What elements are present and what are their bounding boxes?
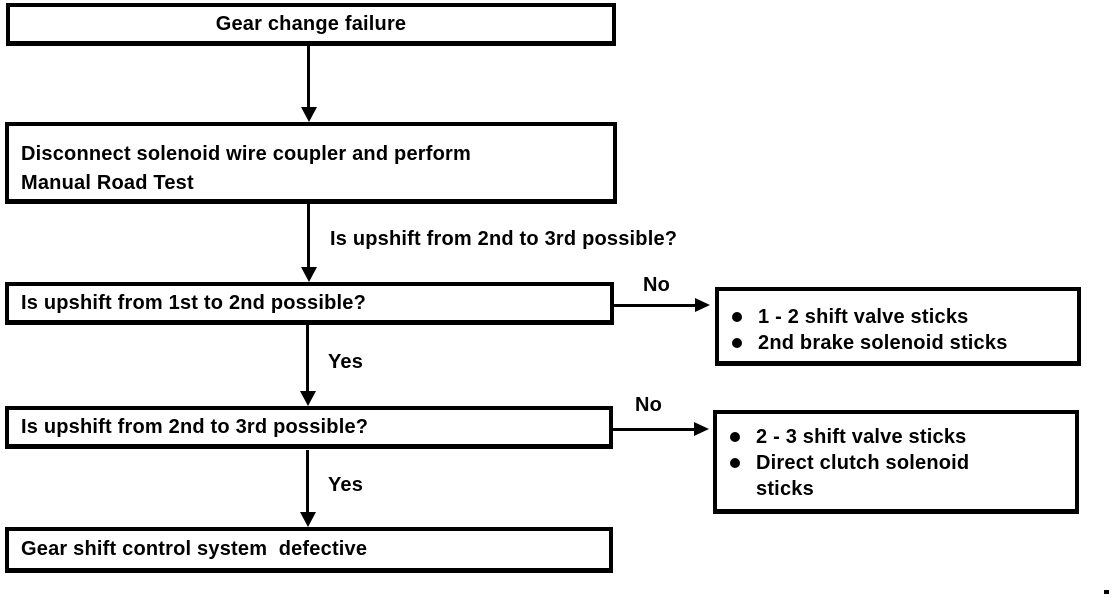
no-label-1: No <box>643 274 671 296</box>
road-test-box: Disconnect solenoid wire coupler and per… <box>5 122 617 204</box>
start-box-label: Gear change failure <box>215 13 407 35</box>
result-2-item-1: 2 - 3 shift valve sticks <box>756 426 967 448</box>
bullet-icon <box>730 432 740 442</box>
list-item: Direct clutch solenoid sticks <box>727 450 1013 502</box>
road-test-line-2: Manual Road Test <box>21 172 194 194</box>
question-2nd-3rd-box: Is upshift from 2nd to 3rd possible? <box>5 406 613 449</box>
bullet-icon <box>732 338 742 348</box>
start-box: Gear change failure <box>6 3 616 46</box>
final-box-label: Gear shift control system defective <box>21 538 368 560</box>
bullet-icon <box>730 458 740 468</box>
final-box: Gear shift control system defective <box>5 527 613 573</box>
question-2nd-3rd-label: Is upshift from 2nd to 3rd possible? <box>21 416 369 438</box>
arrow-right-icon <box>694 422 709 436</box>
scan-artifact-dot <box>1104 590 1109 594</box>
result-1-2-box: 1 - 2 shift valve sticks 2nd brake solen… <box>715 287 1081 366</box>
arrow-start-to-roadtest-line <box>307 46 310 108</box>
arrow-q2-yes-line <box>306 450 309 513</box>
road-test-line-1: Disconnect solenoid wire coupler and per… <box>21 143 471 165</box>
arrow-down-icon <box>301 267 317 282</box>
result-1-item-2: 2nd brake solenoid sticks <box>758 332 1008 354</box>
list-item: 2 - 3 shift valve sticks <box>727 424 1013 450</box>
no-label-2: No <box>635 394 663 416</box>
list-item: 1 - 2 shift valve sticks <box>729 304 1067 330</box>
bullet-icon <box>732 312 742 322</box>
arrow-right-icon <box>695 298 710 312</box>
question-1st-2nd-box: Is upshift from 1st to 2nd possible? <box>5 282 614 325</box>
edge-question-label: Is upshift from 2nd to 3rd possible? <box>330 228 678 250</box>
result-1-item-1: 1 - 2 shift valve sticks <box>758 306 969 328</box>
yes-label-1: Yes <box>328 351 364 373</box>
result-2-item-2: Direct clutch solenoid sticks <box>756 452 970 500</box>
arrow-down-icon <box>300 391 316 406</box>
arrow-q2-no-line <box>612 428 695 431</box>
arrow-q1-yes-line <box>306 325 309 392</box>
arrow-down-icon <box>300 512 316 527</box>
list-item: 2nd brake solenoid sticks <box>729 330 1067 356</box>
yes-label-2: Yes <box>328 474 364 496</box>
arrow-q1-no-line <box>614 304 696 307</box>
arrow-roadtest-to-q1-line <box>307 204 310 268</box>
arrow-down-icon <box>301 107 317 122</box>
result-2-3-box: 2 - 3 shift valve sticks Direct clutch s… <box>713 410 1079 514</box>
question-1st-2nd-label: Is upshift from 1st to 2nd possible? <box>21 292 367 314</box>
